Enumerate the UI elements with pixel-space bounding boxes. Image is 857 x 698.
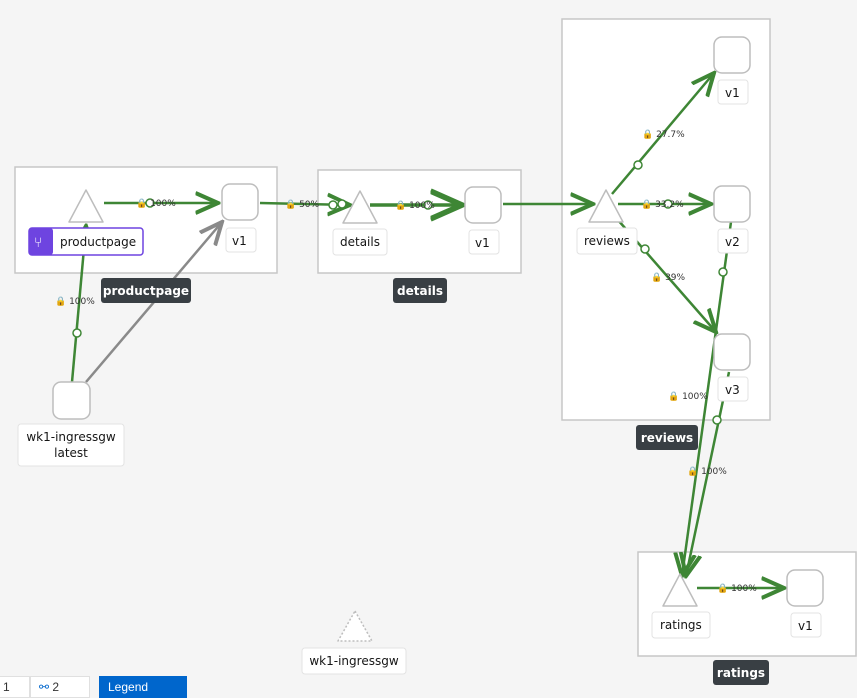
service-node-productpage[interactable] [68,189,104,223]
workload-node-reviews-v3[interactable] [713,333,751,371]
node-label-ratings: ratings [660,618,702,632]
workload-node-ratings-v1[interactable] [786,569,824,607]
edge-label: 🔒 100% [395,200,435,211]
service-node-reviews[interactable] [588,189,624,223]
workload-node-reviews-v2[interactable] [713,185,751,223]
edge-reviews-v1[interactable] [611,73,714,195]
service-node-ratings[interactable] [662,573,698,607]
group-label-productpage: productpage [103,284,189,298]
node-label-ingress-unused: wk1-ingressgw [309,654,398,668]
edge-v3-ratings[interactable] [686,371,731,576]
node-label-productpage-v1: v1 [232,234,247,248]
service-node-wk1-ingressgw[interactable] [337,610,373,642]
edge-label: 🔒 33.2% [641,199,684,210]
node-label-ratings-v1: v1 [798,619,813,633]
node-label-ingress: wk1-ingressgw [26,430,115,444]
group-label-reviews: reviews [641,431,693,445]
service-node-details[interactable] [342,190,378,224]
edge-label: 🔒 100% [55,296,95,307]
workload-node-wk1-ingressgw[interactable] [52,381,91,420]
workload-node-details-v1[interactable] [464,186,502,224]
node-label-ingress-version: latest [54,446,88,460]
node-label-reviews-v2: v2 [725,235,740,249]
node-label-details-v1: v1 [475,236,490,250]
branch-icon: ⑂ [34,234,42,250]
edge-label: 🔒 27.7% [642,129,685,140]
edge-v2-ratings[interactable] [682,221,733,576]
topology-icon: ⚯ [39,680,50,694]
node-label-reviews: reviews [584,234,630,248]
edge-label: 🔒 100% [717,583,757,594]
workload-node-productpage-v1[interactable] [221,183,259,221]
edge-label: 🔒 39% [651,272,686,283]
edge-label: 🔒 100% [668,391,708,402]
toolbar-button-2-label: 2 [52,680,60,694]
workload-node-reviews-v1[interactable] [713,36,751,74]
toolbar-button-2[interactable]: ⚯ 2 [30,676,90,698]
node-label-details: details [340,235,380,249]
node-label-productpage: productpage [60,235,136,249]
node-label-reviews-v1: v1 [725,86,740,100]
node-label-reviews-v3: v3 [725,383,740,397]
group-label-details: details [397,284,443,298]
edge-label: 🔒 50% [285,199,320,210]
group-label-ratings: ratings [717,666,765,680]
toolbar-button-1[interactable]: 1 [0,676,30,698]
legend-button[interactable]: Legend [99,676,187,698]
branch-badge [29,228,53,255]
edge-label: 🔒 100% [687,466,727,477]
edge-label: 🔒 100% [136,198,176,209]
